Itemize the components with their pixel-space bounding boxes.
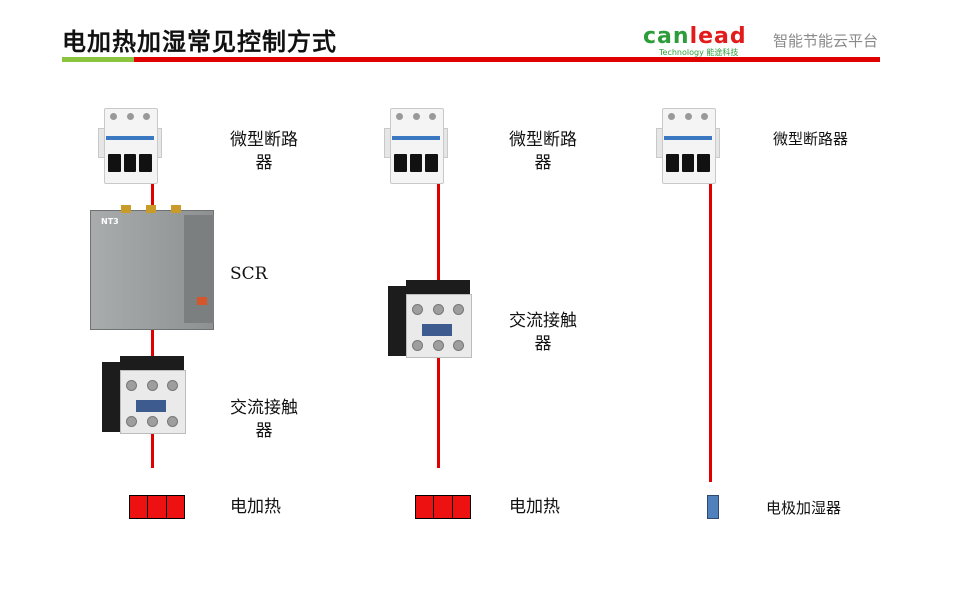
wire-col1-b xyxy=(151,325,154,363)
scr-nameplate: NT3 xyxy=(101,217,119,226)
page-title: 电加热加湿常见控制方式 xyxy=(62,28,337,56)
electrode-humidifier xyxy=(707,495,719,519)
title-underline-green xyxy=(62,57,134,62)
breaker-label-col2: 微型断路 器 xyxy=(509,130,577,173)
heater-col1 xyxy=(129,495,185,519)
load-label-col2: 电加热 xyxy=(509,497,560,517)
breaker-col1 xyxy=(98,108,162,184)
logo-subtitle: Technology 能途科技 xyxy=(659,48,739,57)
scr-controller: NT3 xyxy=(90,205,214,330)
wire-col1-c xyxy=(151,432,154,468)
load-label-col1: 电加热 xyxy=(230,497,281,517)
contactor-label-col1: 交流接触 器 xyxy=(230,398,298,441)
wire-col1-a xyxy=(151,170,154,215)
wire-col3 xyxy=(709,172,712,482)
breaker-col3 xyxy=(656,108,720,184)
wire-col2-b xyxy=(437,356,440,468)
logo-slogan: 智能节能云平台 xyxy=(773,32,879,50)
title-underline-red xyxy=(134,57,880,62)
heater-col2 xyxy=(415,495,471,519)
load-label-col3: 电极加湿器 xyxy=(766,499,842,517)
contactor-col1 xyxy=(102,356,188,436)
breaker-label-col3: 微型断路器 xyxy=(773,130,849,148)
scr-label: SCR xyxy=(230,264,268,284)
contactor-label-col2: 交流接触 器 xyxy=(509,311,577,354)
breaker-col2 xyxy=(384,108,448,184)
logo-wordmark: canlead xyxy=(643,24,747,49)
brand-logo: canlead Technology 能途科技 智能节能云平台 xyxy=(643,24,883,57)
breaker-label-col1: 微型断路 器 xyxy=(230,130,298,173)
wire-col2-a xyxy=(437,170,440,282)
contactor-col2 xyxy=(388,280,474,360)
